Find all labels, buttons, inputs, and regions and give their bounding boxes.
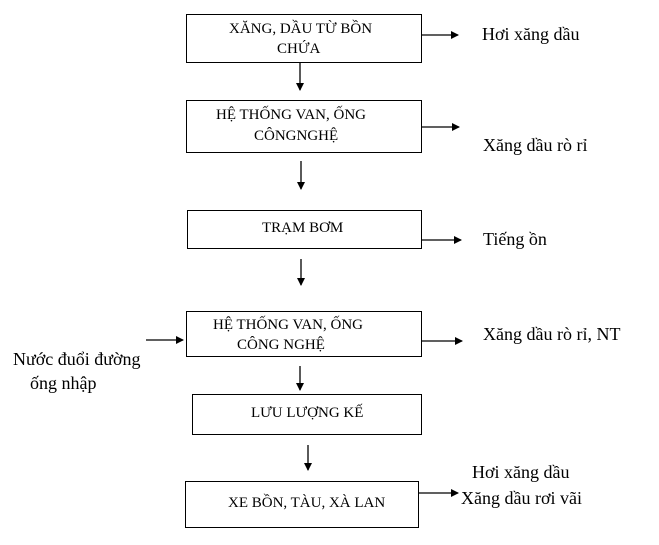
box-2-line-2: CÔNGNGHỆ <box>254 128 339 144</box>
output-label-6a: Hơi xăng dầu <box>472 462 570 482</box>
box-4-line-2: CÔNG NGHỆ <box>237 337 325 353</box>
process-box-4: HỆ THỐNG VAN, ỐNG CÔNG NGHỆ <box>186 311 422 357</box>
output-label-1: Hơi xăng dầu <box>482 24 580 44</box>
process-box-1: XĂNG, DẦU TỪ BỒN CHỨA <box>186 14 422 63</box>
process-box-5: LƯU LƯỢNG KẾ <box>192 394 422 435</box>
box-6-line-1: XE BỒN, TÀU, XÀ LAN <box>228 495 386 511</box>
box-1-line-2: CHỨA <box>277 41 321 57</box>
output-label-6b: Xăng dầu rơi vãi <box>461 488 582 508</box>
box-3-line-1: TRẠM BƠM <box>262 220 344 236</box>
process-box-3: TRẠM BƠM <box>187 210 422 249</box>
input-label-line-1: Nước đuổi đường <box>13 349 141 369</box>
process-box-2: HỆ THỐNG VAN, ỐNG CÔNGNGHỆ <box>186 100 422 153</box>
output-label-2: Xăng dầu rò rỉ <box>483 135 588 155</box>
output-label-4: Xăng dầu rò rỉ, NT <box>483 324 621 344</box>
process-box-6: XE BỒN, TÀU, XÀ LAN <box>185 481 419 528</box>
box-1-line-1: XĂNG, DẦU TỪ BỒN <box>229 21 373 37</box>
box-4-line-1: HỆ THỐNG VAN, ỐNG <box>213 317 364 333</box>
box-5-line-1: LƯU LƯỢNG KẾ <box>251 405 364 421</box>
input-label-line-2: ống nhập <box>30 373 97 393</box>
output-label-3: Tiếng ồn <box>483 229 547 249</box>
box-2-line-1: HỆ THỐNG VAN, ỐNG <box>216 107 367 123</box>
